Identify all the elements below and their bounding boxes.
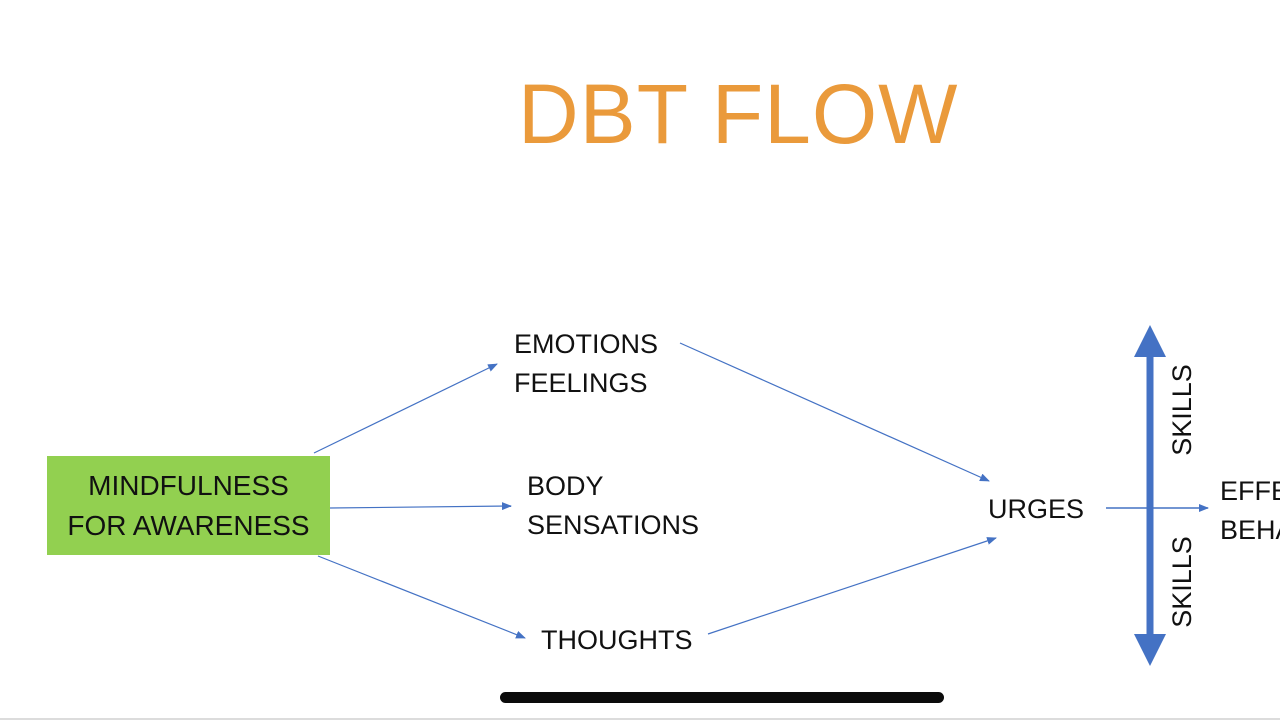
arrow-mindfulness-to-emotions [313, 363, 498, 454]
mindfulness-line-2: FOR AWARENESS [67, 509, 310, 541]
slide-title: DBT FLOW [518, 67, 959, 161]
body-sensations-node: BODY SENSATIONS [527, 467, 699, 545]
emotions-node: EMOTIONS FEELINGS [514, 325, 658, 403]
bottom-divider [0, 718, 1280, 720]
arrow-thoughts-to-urges [707, 537, 997, 635]
home-indicator-bar[interactable] [500, 692, 944, 703]
effective-line-2: BEHA [1220, 515, 1280, 545]
arrow-mindfulness-to-thoughts [317, 555, 526, 639]
body-line-1: BODY [527, 471, 604, 501]
mindfulness-box: MINDFULNESS FOR AWARENESS [47, 456, 330, 555]
mindfulness-line-1: MINDFULNESS [88, 469, 289, 501]
arrow-emotions-to-urges [679, 342, 990, 482]
effective-behavior-node: EFFE BEHA [1220, 472, 1280, 550]
arrow-mindfulness-to-body [329, 502, 512, 511]
urges-line-1: URGES [988, 494, 1085, 524]
urges-node: URGES [988, 490, 1084, 529]
body-line-2: SENSATIONS [527, 510, 700, 540]
skills-label-bottom: SKILLS [1167, 536, 1197, 628]
thoughts-line-1: THOUGHTS [541, 625, 693, 655]
skills-double-arrow [1134, 325, 1166, 666]
effective-line-1: EFFE [1220, 476, 1280, 506]
emotions-line-1: EMOTIONS [514, 329, 659, 359]
thoughts-node: THOUGHTS [541, 621, 693, 660]
emotions-line-2: FEELINGS [514, 368, 648, 398]
skills-label-top: SKILLS [1167, 364, 1197, 456]
